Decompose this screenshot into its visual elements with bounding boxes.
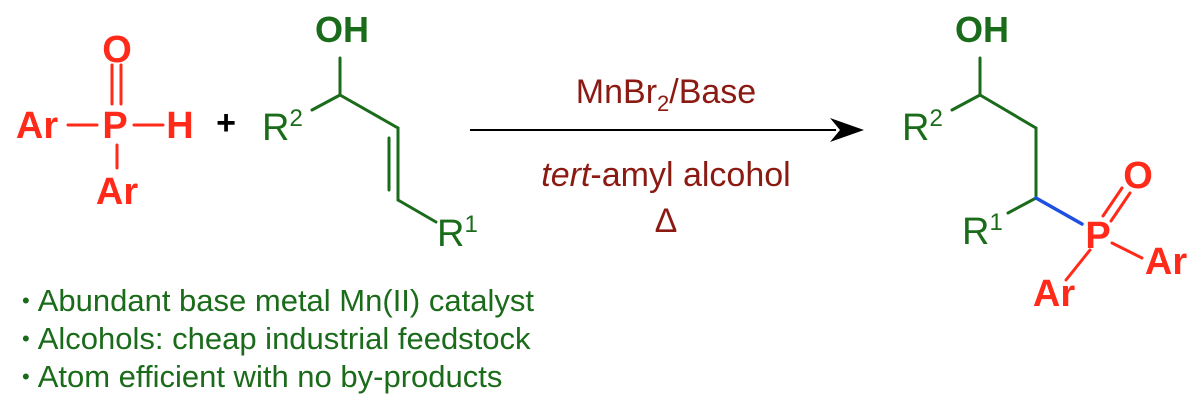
r2-substituent: R2 bbox=[262, 105, 303, 149]
oxygen-atom: O bbox=[102, 29, 132, 71]
product-r2-base: R bbox=[902, 107, 929, 149]
bullet-mark: • bbox=[22, 288, 30, 313]
product-p-ar-right-bond bbox=[1110, 241, 1144, 260]
product-p-ar-left-bond bbox=[1064, 248, 1092, 282]
product-r1-superscript: 1 bbox=[989, 209, 1002, 236]
product-r1-substituent: R1 bbox=[962, 209, 1003, 253]
solvent-italic: tert bbox=[541, 156, 592, 194]
new-c-p-bond bbox=[1034, 196, 1084, 226]
allylic-alcohol-skeleton bbox=[310, 56, 438, 224]
product-hydroxyl-label: OH bbox=[955, 9, 1009, 50]
product-aryl-left-label: Ar bbox=[1033, 273, 1075, 315]
product-phosphoryl-bonds bbox=[1064, 186, 1144, 282]
r2-base: R bbox=[262, 107, 289, 149]
product-r2-superscript: 2 bbox=[929, 105, 942, 132]
product-r1-base: R bbox=[962, 211, 989, 253]
product-phosphorus-atom: P bbox=[1085, 215, 1110, 257]
product-oxygen-atom: O bbox=[1123, 155, 1153, 197]
product-p-o-double-bond-1 bbox=[1101, 186, 1124, 218]
advantage-item: • Abundant base metal Mn(II) catalyst bbox=[22, 282, 534, 320]
product-c-ch2-bond bbox=[978, 93, 1038, 130]
r1-substituent: R1 bbox=[437, 211, 478, 255]
r2-c-bond bbox=[310, 93, 342, 112]
solvent-rest: -amyl alcohol bbox=[590, 156, 790, 194]
advantage-item: • Alcohols: cheap industrial feedstock bbox=[22, 320, 534, 358]
r2-superscript: 2 bbox=[289, 105, 302, 132]
product-ch-r1-bond bbox=[1006, 196, 1038, 215]
reagent-main: MnBr bbox=[576, 73, 657, 111]
heat-symbol: Δ bbox=[655, 202, 678, 240]
solvent-label: tert-amyl alcohol bbox=[541, 156, 790, 194]
advantage-item: • Atom efficient with no by-products bbox=[22, 358, 534, 396]
plus-sign: + bbox=[216, 104, 236, 142]
reagent-suffix: /Base bbox=[669, 73, 756, 111]
product-aryl-right-label: Ar bbox=[1145, 241, 1187, 283]
advantage-text: Atom efficient with no by-products bbox=[37, 359, 503, 394]
product-r2-substituent: R2 bbox=[902, 105, 943, 149]
advantages-list: • Abundant base metal Mn(II) catalyst • Al… bbox=[22, 282, 534, 396]
reagent-subscript: 2 bbox=[657, 91, 669, 116]
product-r2-c-bond bbox=[950, 93, 982, 112]
product-skeleton bbox=[950, 56, 1038, 215]
reaction-arrow bbox=[470, 118, 864, 142]
advantage-text: Alcohols: cheap industrial feedstock bbox=[37, 321, 531, 356]
bullet-mark: • bbox=[22, 326, 30, 351]
hydroxyl-label: OH bbox=[315, 9, 369, 50]
hydrogen-atom: H bbox=[166, 105, 193, 147]
r1-base: R bbox=[437, 213, 464, 255]
aryl-bottom-label: Ar bbox=[96, 171, 138, 213]
alkene-r1-bond bbox=[396, 198, 438, 224]
advantage-text: Abundant base metal Mn(II) catalyst bbox=[37, 283, 534, 318]
c-alkene-bond bbox=[338, 93, 400, 130]
phosphine-oxide-reactant bbox=[66, 63, 165, 170]
aryl-left-label: Ar bbox=[16, 105, 58, 147]
bullet-mark: • bbox=[22, 364, 30, 389]
r1-superscript: 1 bbox=[464, 211, 477, 238]
arrow-head bbox=[830, 118, 864, 142]
phosphorus-atom: P bbox=[102, 105, 127, 147]
reagent-label: MnBr2/Base bbox=[576, 73, 756, 116]
product-p-o-double-bond-2 bbox=[1109, 191, 1132, 223]
